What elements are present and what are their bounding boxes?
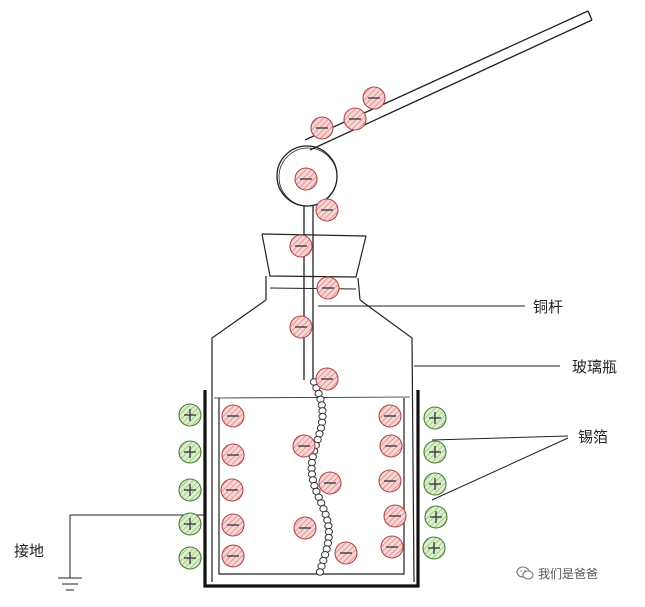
negative-charge [293, 516, 317, 540]
positive-charge [178, 478, 202, 502]
label-glass-bottle: 玻璃瓶 [572, 358, 618, 376]
negative-charge [362, 86, 386, 110]
positive-charge [423, 406, 447, 430]
negative-charge [221, 404, 245, 428]
negative-charge [294, 167, 318, 191]
negative-charge [343, 107, 367, 131]
label-tin-foil: 锡箔 [578, 428, 609, 446]
negative-charge [292, 434, 316, 458]
chain-link [315, 568, 324, 576]
negative-charge [221, 443, 245, 467]
negative-charge [316, 276, 340, 300]
negative-charge [289, 234, 313, 258]
negative-charge [220, 478, 244, 502]
negative-charge [379, 434, 403, 458]
copper-ball [276, 145, 338, 207]
leader-lines [58, 305, 569, 591]
copper-rod [303, 205, 314, 380]
negative-charge [378, 404, 402, 428]
inner-tin-foil [218, 398, 405, 575]
label-ground: 接地 [14, 542, 45, 560]
negative-charge [378, 469, 402, 493]
charging-rod [304, 10, 593, 151]
positive-charge [422, 536, 446, 560]
positive-charge [424, 505, 448, 529]
positive-charge [178, 403, 202, 427]
negative-charge [383, 504, 407, 528]
negative-charge [221, 544, 245, 568]
positive-charge [423, 472, 447, 496]
positive-charge [178, 546, 202, 570]
negative-charge [310, 116, 334, 140]
negative-charge [318, 471, 342, 495]
negative-charge [289, 315, 313, 339]
negative-charge [380, 535, 404, 559]
positive-charge [178, 440, 202, 464]
positive-charge [178, 512, 202, 536]
positive-charge [423, 440, 447, 464]
outer-tin-foil [203, 390, 420, 588]
negative-charge [315, 367, 339, 391]
watermark-text: 我们是爸爸 [538, 567, 599, 581]
negative-charge [334, 541, 358, 565]
negative-charge [221, 513, 245, 537]
charges [178, 86, 448, 570]
label-copper-rod: 铜杆 [533, 298, 564, 316]
wechat-icon [516, 566, 534, 580]
negative-charge [315, 198, 339, 222]
glass-bottle [211, 233, 415, 583]
